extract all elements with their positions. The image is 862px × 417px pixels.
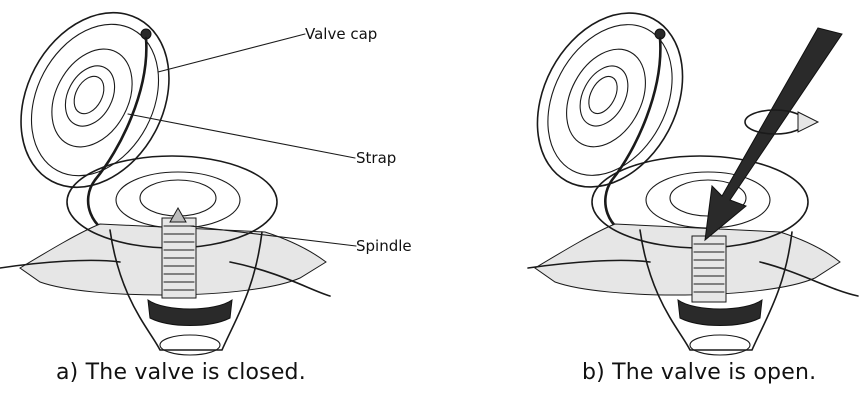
valve-cap-right [509, 0, 712, 212]
valve-body-left [0, 156, 330, 355]
valve-cap-left [0, 0, 198, 213]
caption-valve-open: b) The valve is open. [582, 360, 816, 385]
label-spindle: Spindle [356, 237, 412, 255]
label-valve-cap: Valve cap [305, 25, 377, 43]
label-strap: Strap [356, 149, 396, 167]
strap-left [88, 38, 146, 238]
valve-closed-drawing [0, 0, 330, 355]
caption-valve-closed: a) The valve is closed. [56, 360, 306, 385]
valve-open-drawing [509, 0, 858, 355]
